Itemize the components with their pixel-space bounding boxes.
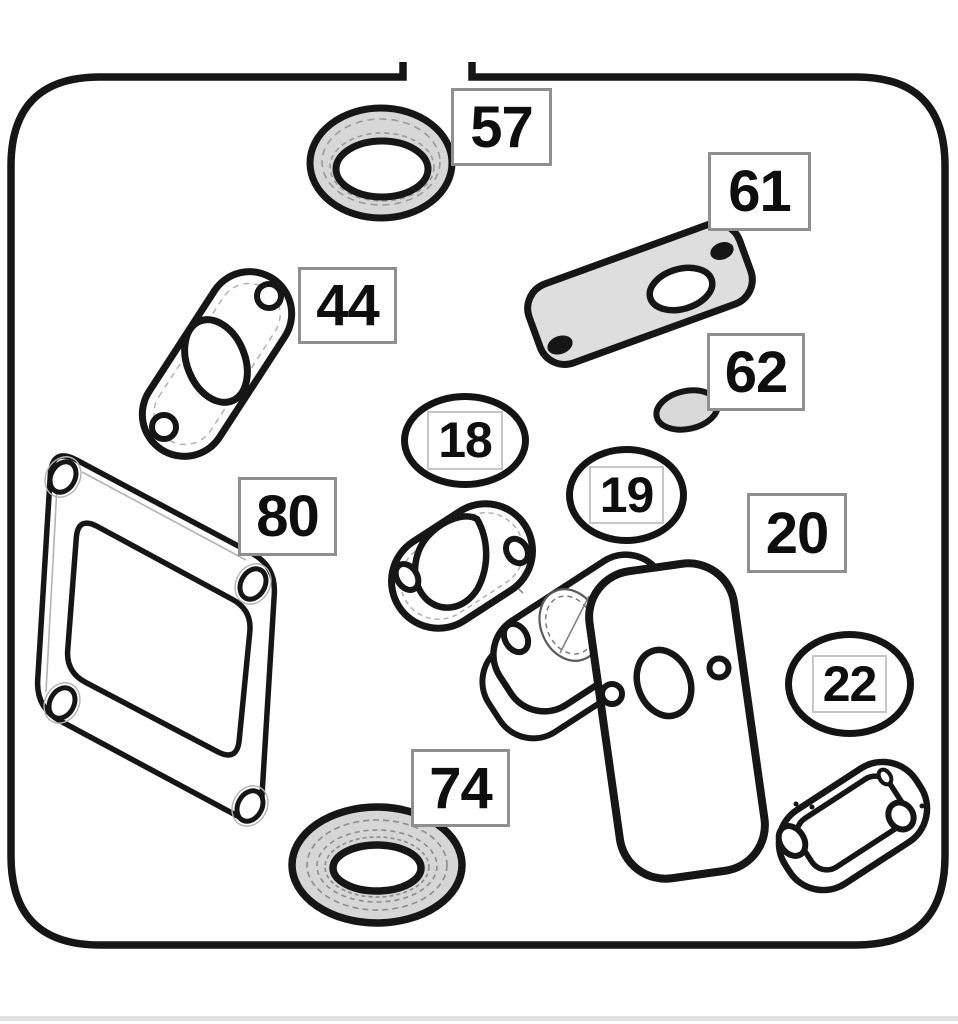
callout-57: 57: [451, 88, 552, 166]
scan-edge-strip: [0, 1016, 958, 1021]
callout-74: 74: [411, 749, 510, 827]
part-20-air-box-gasket-panel: [585, 559, 769, 883]
callout-80-number: 80: [256, 484, 320, 549]
part-22-carburetor-gasket: [775, 758, 931, 894]
callout-62-number: 62: [724, 339, 789, 405]
callout-22-number: 22: [811, 654, 888, 714]
part-61-cover-plate: [524, 220, 756, 368]
callout-44: 44: [298, 267, 397, 344]
callout-61: 61: [708, 152, 811, 231]
callout-61-number: 61: [728, 159, 792, 224]
part-74-crankshaft-oil-seal: [288, 803, 466, 927]
callout-19: 19: [566, 446, 687, 544]
callout-20-number: 20: [765, 500, 830, 566]
part-18-exhaust-flange-gasket: [388, 500, 536, 632]
callout-62: 62: [707, 333, 805, 411]
callout-20: 20: [747, 493, 847, 573]
part-44-intake-flange-gasket: [138, 268, 296, 460]
callout-19-number: 19: [588, 465, 665, 525]
callout-22: 22: [785, 631, 914, 737]
part-57-oil-seal: [306, 104, 456, 222]
callout-57-number: 57: [470, 94, 534, 160]
part-80-cylinder-base-gasket: [34, 453, 278, 827]
callout-44-number: 44: [316, 273, 380, 338]
callout-18-number: 18: [427, 411, 503, 470]
callout-80: 80: [238, 477, 337, 556]
callout-18: 18: [401, 393, 529, 488]
callout-74-number: 74: [429, 755, 493, 821]
diagram-border: [7, 62, 949, 949]
